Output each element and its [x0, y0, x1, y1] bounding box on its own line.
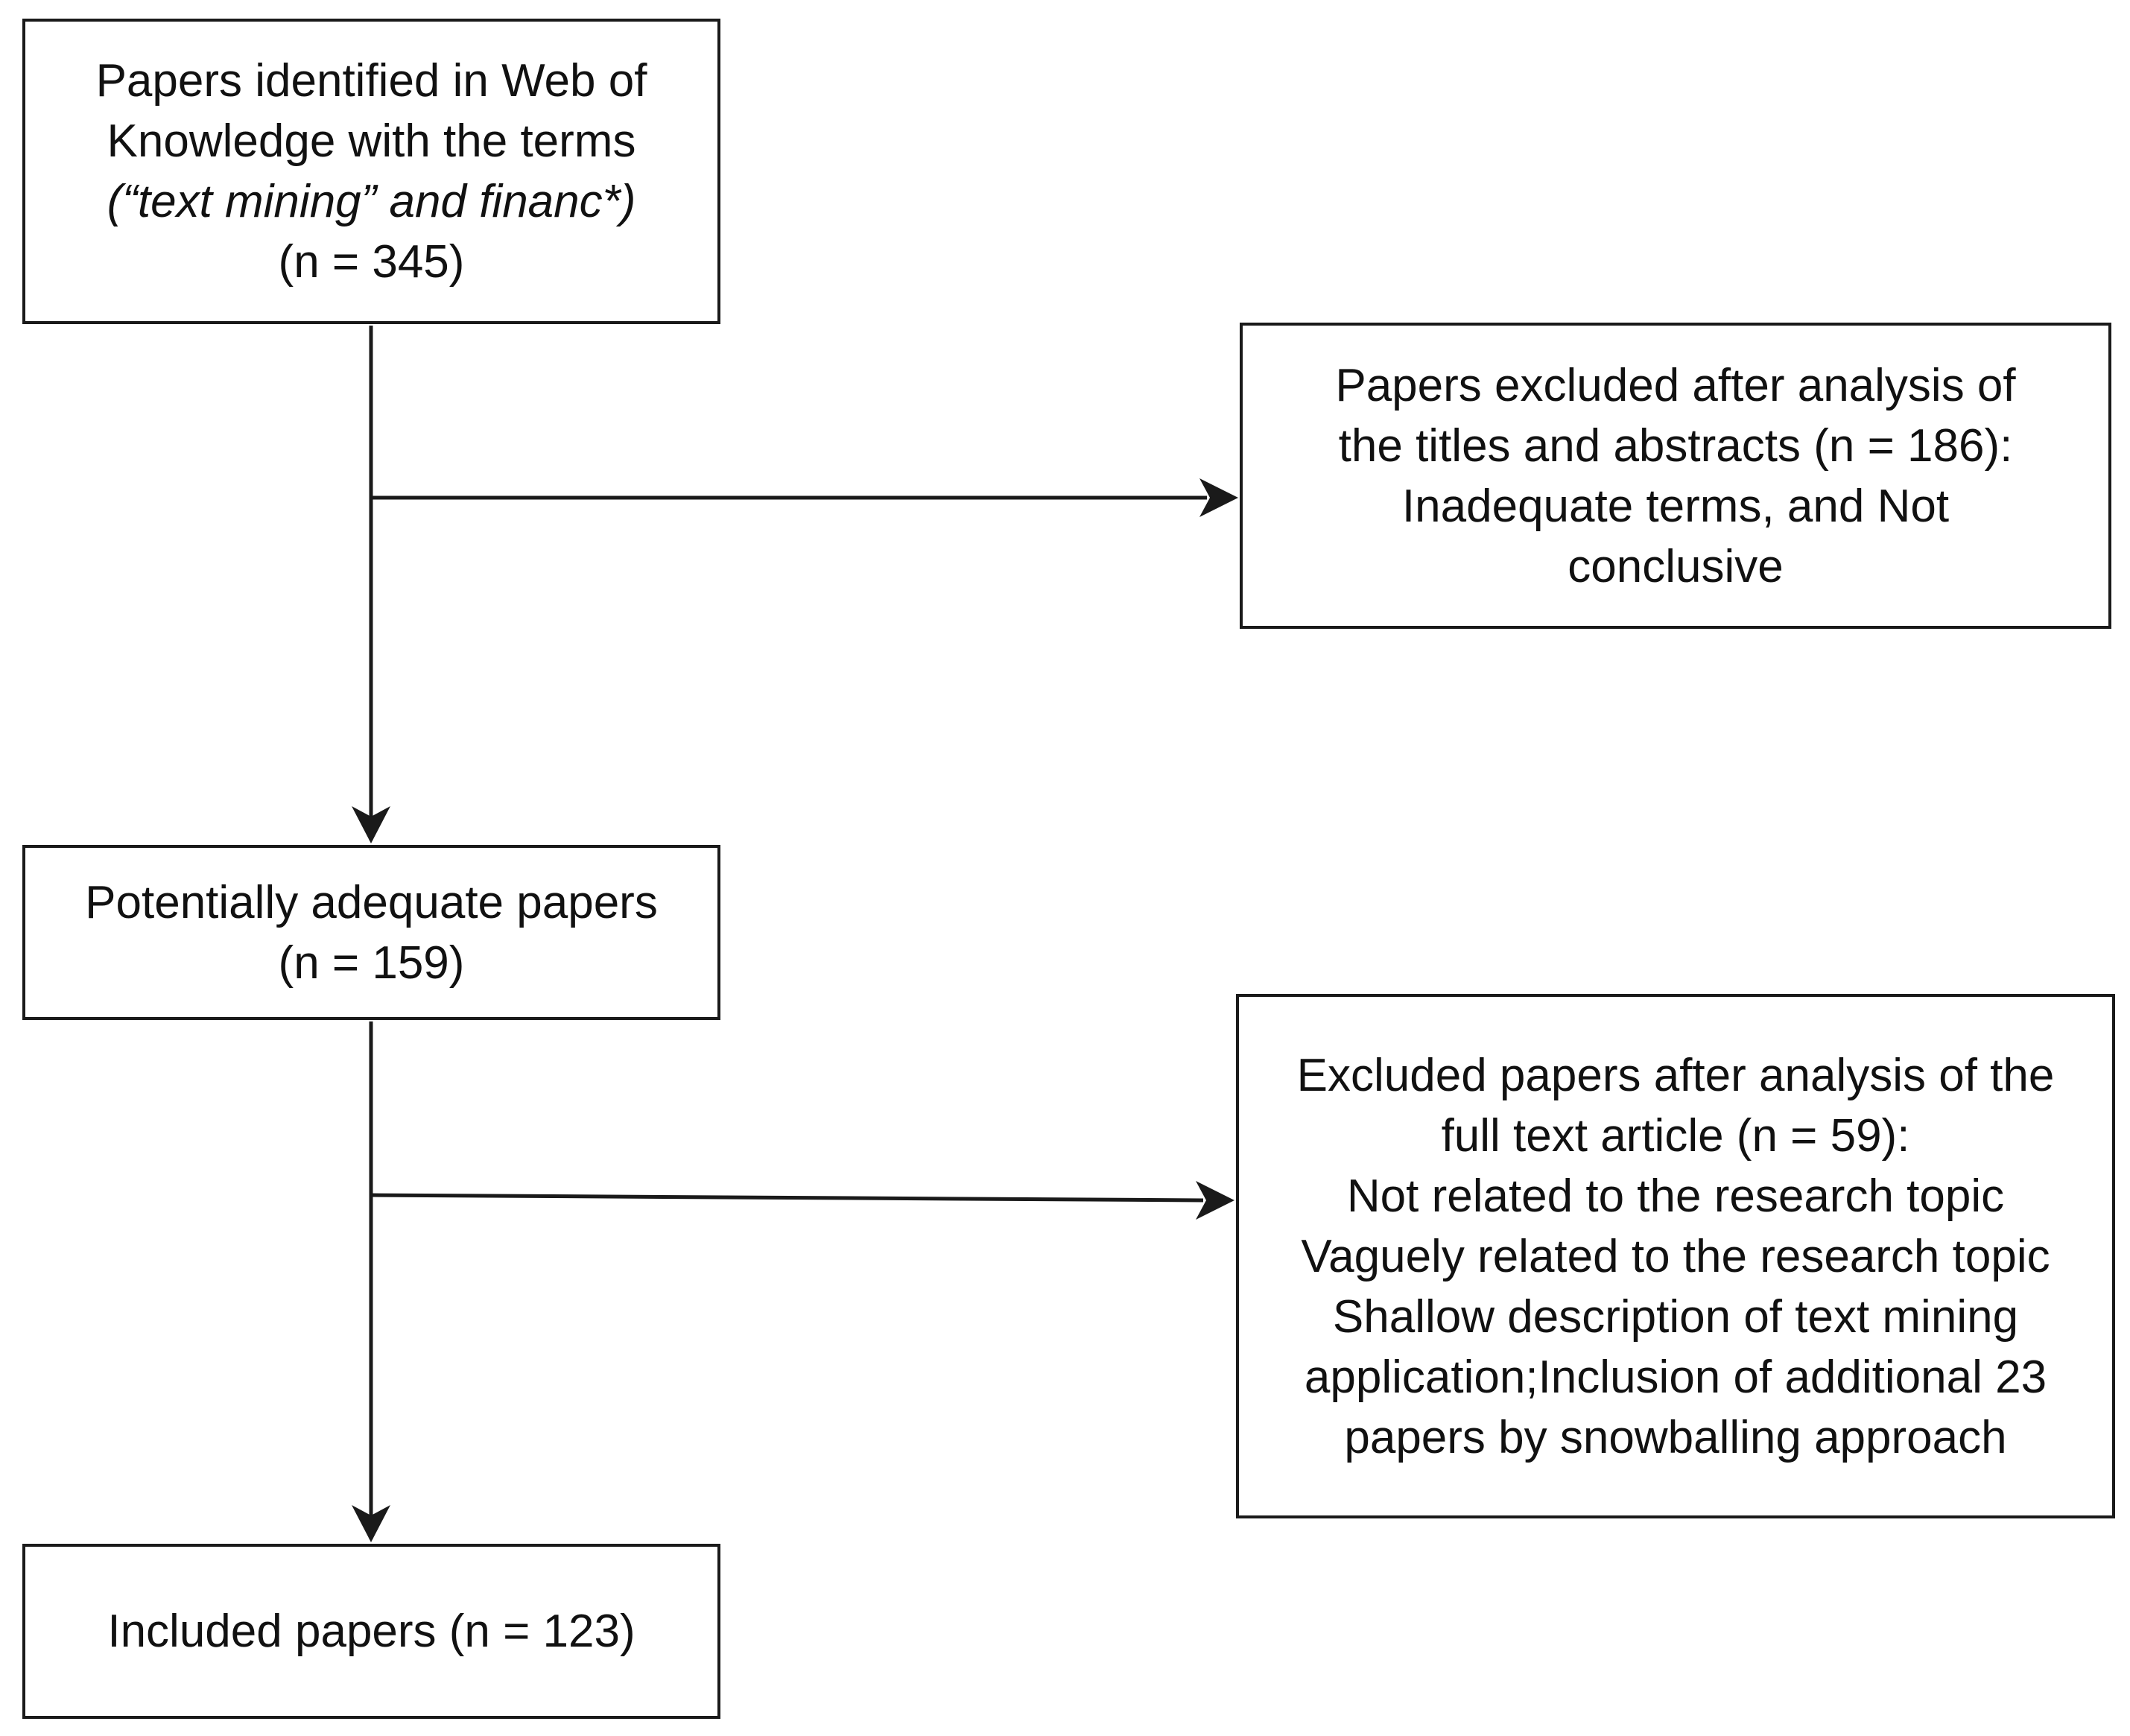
- arrowhead-included: [352, 1505, 390, 1542]
- identified-papers-box: Papers identified in Web of Knowledge wi…: [22, 19, 720, 324]
- excluded-screening-line-1: Papers excluded after analysis of: [1335, 359, 2016, 411]
- included-papers-box: Included papers (n = 123): [22, 1544, 720, 1719]
- excluded-screening-line-3: Inadequate terms, and Not: [1401, 480, 1950, 532]
- excluded-fulltext-box: Excluded papers after analysis of the fu…: [1236, 994, 2115, 1518]
- excluded-fulltext-line-3: Not related to the research topic: [1346, 1170, 2005, 1222]
- excluded-fulltext-line-5: Shallow description of text mining: [1332, 1290, 2019, 1343]
- excluded-fulltext-line-4: Vaguely related to the research topic: [1301, 1230, 2050, 1282]
- potential-papers-box: Potentially adequate papers (n = 159): [22, 845, 720, 1020]
- excluded-fulltext-line-2: full text article (n = 59):: [1441, 1109, 1910, 1162]
- potential-line-1: Potentially adequate papers: [85, 876, 658, 928]
- arrow-to-excluded-fulltext: [370, 1193, 1204, 1203]
- excluded-screening-line-4: conclusive: [1568, 540, 1784, 592]
- identified-count: (n = 345): [278, 236, 465, 288]
- arrowhead-excluded-fulltext: [1196, 1181, 1234, 1220]
- excluded-fulltext-line-1: Excluded papers after analysis of the: [1296, 1049, 2055, 1101]
- identified-search-terms: (“text mining” and financ*): [107, 176, 636, 227]
- arrowhead-excluded-screening: [1199, 478, 1238, 517]
- arrowhead-potential: [352, 806, 390, 843]
- included-line-1: Included papers (n = 123): [107, 1606, 635, 1657]
- potential-count: (n = 159): [278, 937, 465, 989]
- excluded-screening-box: Papers excluded after analysis of the ti…: [1240, 323, 2111, 629]
- excluded-screening-line-2: the titles and abstracts (n = 186):: [1338, 419, 2013, 472]
- excluded-fulltext-line-6: application;Inclusion of additional 23: [1304, 1351, 2047, 1403]
- excluded-fulltext-line-7: papers by snowballing approach: [1344, 1411, 2007, 1463]
- identified-line-2: Knowledge with the terms: [107, 115, 636, 167]
- identified-line-1: Papers identified in Web of: [95, 55, 647, 107]
